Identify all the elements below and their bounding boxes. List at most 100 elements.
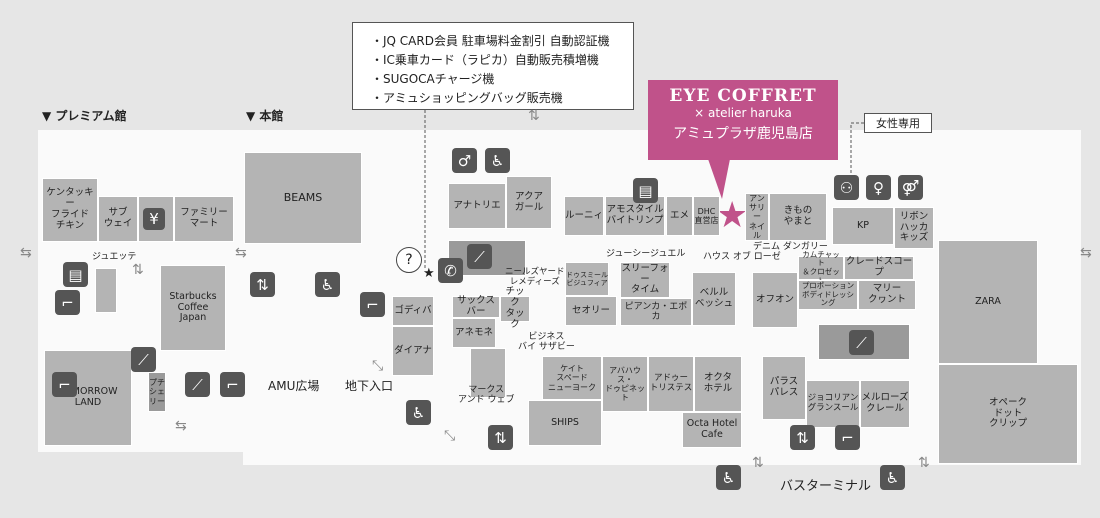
store-merlose[interactable]: メルローズ クレール [860, 380, 910, 428]
premium-building-label: ▼ プレミアム館 [42, 109, 127, 123]
main-building-label: ▼ 本館 [246, 109, 284, 123]
store-aquagirl[interactable]: アクア ガール [506, 176, 552, 229]
store-sacks[interactable]: サックスバー [452, 295, 500, 318]
promo-location: アミュプラザ鹿児島店 [673, 126, 813, 142]
store-octa[interactable]: オクタ ホテル [694, 356, 742, 412]
callout-leader-line [424, 110, 426, 270]
callout-item: ・IC乗車カード（ラピカ）自動販売積増機 [371, 53, 599, 67]
store-karmi[interactable]: カムチャット ＆クロゼット [798, 250, 844, 284]
amu-square-label: AMU広場 [268, 379, 320, 393]
store-operaclip[interactable]: オペーク ドット クリップ [938, 364, 1078, 464]
elevator-icon: ⇅ [250, 272, 275, 297]
entrance-arrow-icon: ⇆ [175, 418, 187, 434]
store-tic[interactable]: チック タック [500, 286, 530, 330]
underground-entrance-label: 地下入口 [345, 379, 394, 393]
store-tomorrowland[interactable]: TOMORROW LAND [44, 350, 132, 446]
store-denim-label: デニム ダンガリー [753, 242, 828, 252]
store-proportion[interactable]: プロポーション ボディドレッシング [798, 280, 858, 310]
store-jueze-label: ジュエッテ [92, 252, 137, 262]
store-abahouse[interactable]: アバハウス・ ドゥピネット [602, 356, 648, 412]
vending-machine-icon: ▤ [63, 262, 88, 287]
store-location-star-icon: ★ [716, 195, 749, 236]
store-ansary[interactable]: アン サリー ネイル [745, 193, 769, 241]
promo-pointer [708, 159, 730, 199]
baby-room-icon: ⚇ [834, 175, 859, 200]
callout-item: ・SUGOCAチャージ機 [371, 72, 495, 86]
store-three[interactable]: スリーフォー タイム [620, 262, 670, 298]
store-bellpepe[interactable]: ベルル ベッシュ [692, 272, 736, 326]
mens-restroom-icon: ♂ [452, 148, 477, 173]
stairs-icon: ⌐ [55, 290, 80, 315]
wheelchair-icon: ♿ [716, 465, 741, 490]
store-jssc-label: ジューシージュエル [606, 249, 686, 259]
store-dhc[interactable]: DHC 直営店 [693, 196, 720, 236]
store-kp[interactable]: KP [832, 207, 894, 245]
entrance-arrow-icon: ⇆ [1080, 245, 1092, 261]
store-kimonoyamato[interactable]: きもの やまと [769, 193, 827, 241]
entrance-arrow-icon: ⤡ [444, 428, 456, 444]
store-zara[interactable]: ZARA [938, 240, 1038, 364]
store-palas[interactable]: パラス パレス [762, 356, 806, 420]
store-familymart[interactable]: ファミリー マート [174, 196, 234, 242]
store-godiva[interactable]: ゴディバ [392, 296, 434, 326]
store-neal-label: ニールズヤード レメディーズ [505, 267, 565, 287]
store-diana[interactable]: ダイアナ [392, 326, 434, 376]
entrance-arrow-icon: ⇅ [528, 108, 540, 124]
store-offon[interactable]: オフオン [752, 272, 798, 328]
vending-machine-icon: ▤ [633, 178, 658, 203]
wheelchair-icon: ♿ [315, 272, 340, 297]
store-beams[interactable]: BEAMS [244, 152, 362, 244]
store-kfc[interactable]: ケンタッキー フライド チキン [42, 178, 98, 242]
entrance-arrow-icon: ⤡ [372, 358, 384, 374]
wheelchair-icon: ♿ [406, 400, 431, 425]
store-subway[interactable]: サブ ウェイ [98, 196, 138, 242]
atm-icon: ¥ [143, 208, 165, 230]
elevator-icon: ⇅ [488, 425, 513, 450]
entrance-arrow-icon: ⇅ [918, 455, 930, 471]
store-runi[interactable]: ルーニィ [564, 196, 604, 236]
store-dosmile[interactable]: ドゥスミール ビジュフィア [565, 262, 609, 296]
bus-terminal-label: バスターミナル [780, 479, 872, 494]
store-marks[interactable] [470, 348, 506, 398]
information-icon[interactable]: ? [396, 247, 422, 273]
escalator-icon: ⟋ [185, 372, 210, 397]
escalator-icon: ⟋ [467, 244, 492, 269]
elevator-icon: ⇅ [790, 425, 815, 450]
promo-sub: × atelier haruka [694, 106, 792, 120]
stairs-icon: ⌐ [835, 425, 860, 450]
vending-machine-callout: ・JQ CARD会員 駐車場料金割引 自動認証機 ・IC乗車カード（ラピカ）自動… [352, 22, 634, 110]
restroom-icon: ⚤ [898, 175, 923, 200]
store-marks-label: マークス アンド ウェブ [458, 385, 515, 406]
entrance-arrow-icon: ⇆ [20, 245, 32, 261]
store-ribbon[interactable]: リボン ハッカ キッズ [894, 207, 934, 249]
current-location-star-icon: ★ [423, 266, 435, 281]
store-pb[interactable]: ピアンカ・エポカ [620, 298, 692, 326]
store-adore[interactable]: アドゥー トリステス [648, 356, 694, 412]
store-kate[interactable]: ケイト スペード ニューヨーク [542, 356, 602, 400]
store-cecilie[interactable]: セオリー [565, 296, 617, 326]
store-house-label: ハウス オブ ローゼ [703, 252, 781, 262]
store-anatrie[interactable]: アナトリエ [448, 183, 506, 229]
promo-brand: EYE COFFRET [669, 86, 817, 106]
women-only-label: 女性専用 [864, 113, 932, 133]
store-eme[interactable]: エメ [666, 196, 693, 236]
escalator-icon: ⟋ [131, 347, 156, 372]
store-jojo[interactable]: ジョコリアン グランスール [806, 380, 860, 428]
store-petit[interactable]: プチ シェ リー [148, 372, 166, 412]
callout-item: ・JQ CARD会員 駐車場料金割引 自動認証機 [371, 34, 610, 48]
store-anemone[interactable]: アネモネ [452, 318, 496, 348]
entrance-arrow-icon: ⇆ [235, 245, 247, 261]
women-only-leader [850, 122, 864, 178]
store-octacafe[interactable]: Octa Hotel Cafe [682, 412, 742, 448]
entrance-arrow-icon: ⇅ [752, 455, 764, 471]
wheelchair-icon: ♿ [880, 465, 905, 490]
store-grade[interactable]: クレードスコープ [844, 256, 914, 280]
store-starbucks[interactable]: Starbucks Coffee Japan [160, 265, 226, 351]
eye-coffret-promo[interactable]: EYE COFFRET × atelier haruka アミュプラザ鹿児島店 [648, 80, 838, 160]
store-jueze[interactable] [95, 268, 117, 313]
wheelchair-icon: ♿ [485, 148, 510, 173]
stairs-icon: ⌐ [220, 372, 245, 397]
stairs-icon: ⌐ [360, 292, 385, 317]
store-ships[interactable]: SHIPS [528, 400, 602, 446]
store-mary[interactable]: マリー クヮント [858, 280, 916, 310]
